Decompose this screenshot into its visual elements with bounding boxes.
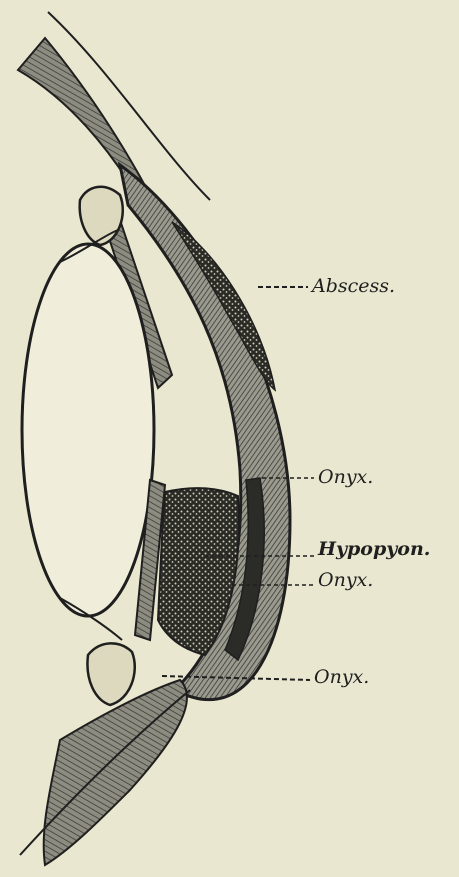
crystalline-lens [22, 244, 154, 616]
onyx-lower-label: Onyx. [314, 668, 369, 687]
abscess-label: Abscess. [312, 277, 395, 296]
lower-sclera [44, 680, 187, 865]
onyx-upper-label: Onyx. [318, 468, 373, 487]
onyx-middle-label: Onyx. [318, 571, 373, 590]
hypopyon-label: Hypopyon. [318, 540, 430, 559]
lower-ciliary-body [87, 643, 134, 705]
